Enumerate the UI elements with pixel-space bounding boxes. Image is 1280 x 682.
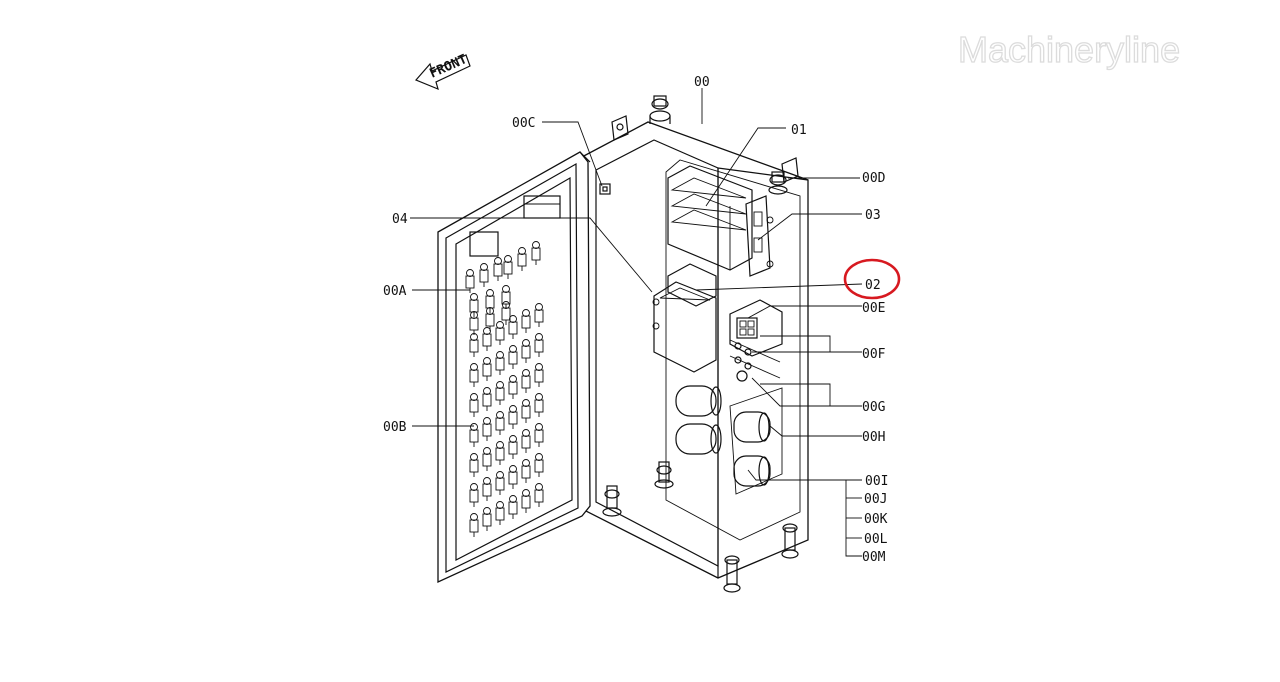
- door-terminal-icon: [521, 369, 531, 393]
- door-terminal-icon: [508, 375, 518, 399]
- callout-00i: 00I: [865, 474, 888, 489]
- front-arrow-icon: FRONT: [414, 52, 471, 91]
- door-terminal-icon: [495, 381, 505, 405]
- door-terminal-icon: [482, 327, 492, 351]
- door-terminal-icon: [501, 301, 511, 325]
- door-terminal-icon: [508, 345, 518, 369]
- front-label: FRONT: [428, 52, 470, 82]
- door-terminal-icon: [521, 339, 531, 363]
- callout-00h: 00H: [862, 430, 885, 445]
- door-terminal-icon: [469, 393, 479, 417]
- door-terminal-icon: [534, 423, 544, 447]
- door-terminal-icon: [495, 501, 505, 525]
- door-terminal-icon: [482, 507, 492, 531]
- bottom-bolt-icon: [602, 461, 799, 593]
- callout-00g: 00G: [862, 400, 886, 415]
- door-terminal-icon: [469, 333, 479, 357]
- door-terminal-grid: [465, 241, 544, 537]
- door-terminal-icon: [521, 489, 531, 513]
- door-terminal-icon: [469, 483, 479, 507]
- door-terminal-icon: [534, 453, 544, 477]
- callout-00e: 00E: [862, 301, 885, 316]
- door-terminal-icon: [508, 435, 518, 459]
- door-terminal-icon: [469, 513, 479, 537]
- callout-00k: 00K: [864, 512, 888, 527]
- highlight-circle: [843, 258, 901, 300]
- watermark-text: Machineryline: [958, 29, 1180, 70]
- door-terminal-icon: [482, 477, 492, 501]
- callout-04: 04: [392, 212, 408, 227]
- callout-01: 01: [791, 123, 807, 138]
- door-terminal-icon: [495, 411, 505, 435]
- door-terminal-icon: [469, 423, 479, 447]
- door-terminal-icon: [469, 363, 479, 387]
- relay-block-01: [667, 165, 774, 277]
- door-terminal-icon: [495, 471, 505, 495]
- cabinet-body: [579, 95, 809, 579]
- door-terminal-icon: [479, 263, 489, 287]
- door-terminal-icon: [508, 315, 518, 339]
- leader-lines: [410, 88, 863, 557]
- door-terminal-icon: [521, 429, 531, 453]
- callout-03: 03: [865, 208, 881, 223]
- door-terminal-icon: [469, 293, 479, 317]
- fuse-cylinders-icon: [675, 385, 783, 495]
- door-terminal-icon: [508, 465, 518, 489]
- door-terminal-icon: [508, 495, 518, 519]
- callout-00l: 00L: [864, 532, 888, 547]
- door-terminal-icon: [508, 405, 518, 429]
- callout-02: 02: [865, 278, 881, 293]
- door-terminal-icon: [534, 363, 544, 387]
- door-terminal-icon: [521, 459, 531, 483]
- callout-00f: 00F: [862, 347, 886, 362]
- door-terminal-icon: [482, 387, 492, 411]
- callout-00c: 00C: [512, 116, 535, 131]
- controller-plate-02: [652, 263, 717, 373]
- door-terminal-icon: [521, 399, 531, 423]
- door-terminal-icon: [531, 241, 541, 265]
- callout-00: 00: [694, 75, 710, 90]
- side-bolt-icon: [768, 171, 788, 195]
- door-terminal-icon: [469, 453, 479, 477]
- callout-00d: 00D: [862, 171, 886, 186]
- callout-00m: 00M: [862, 550, 886, 565]
- door-terminal-icon: [482, 447, 492, 471]
- door-terminal-icon: [495, 351, 505, 375]
- door-terminal-icon: [517, 247, 527, 271]
- callout-00a: 00A: [383, 284, 407, 299]
- callout-00j: 00J: [864, 492, 887, 507]
- top-bolt-icon: [649, 95, 671, 124]
- door-terminal-icon: [485, 289, 495, 313]
- door-terminal-icon: [534, 333, 544, 357]
- callout-00b: 00B: [383, 420, 407, 435]
- cabinet-door: [437, 151, 591, 584]
- terminal-row-icon: [729, 339, 781, 382]
- door-terminal-icon: [493, 257, 503, 281]
- door-terminal-icon: [534, 303, 544, 327]
- door-terminal-icon: [534, 483, 544, 507]
- door-terminal-icon: [495, 441, 505, 465]
- door-terminal-icon: [534, 393, 544, 417]
- door-terminal-icon: [482, 417, 492, 441]
- door-terminal-icon: [465, 269, 475, 293]
- door-terminal-icon: [521, 309, 531, 333]
- door-terminal-icon: [495, 321, 505, 345]
- door-terminal-icon: [503, 255, 513, 279]
- door-terminal-icon: [469, 311, 479, 335]
- connector-00e-icon: [729, 299, 783, 357]
- door-terminal-icon: [482, 357, 492, 381]
